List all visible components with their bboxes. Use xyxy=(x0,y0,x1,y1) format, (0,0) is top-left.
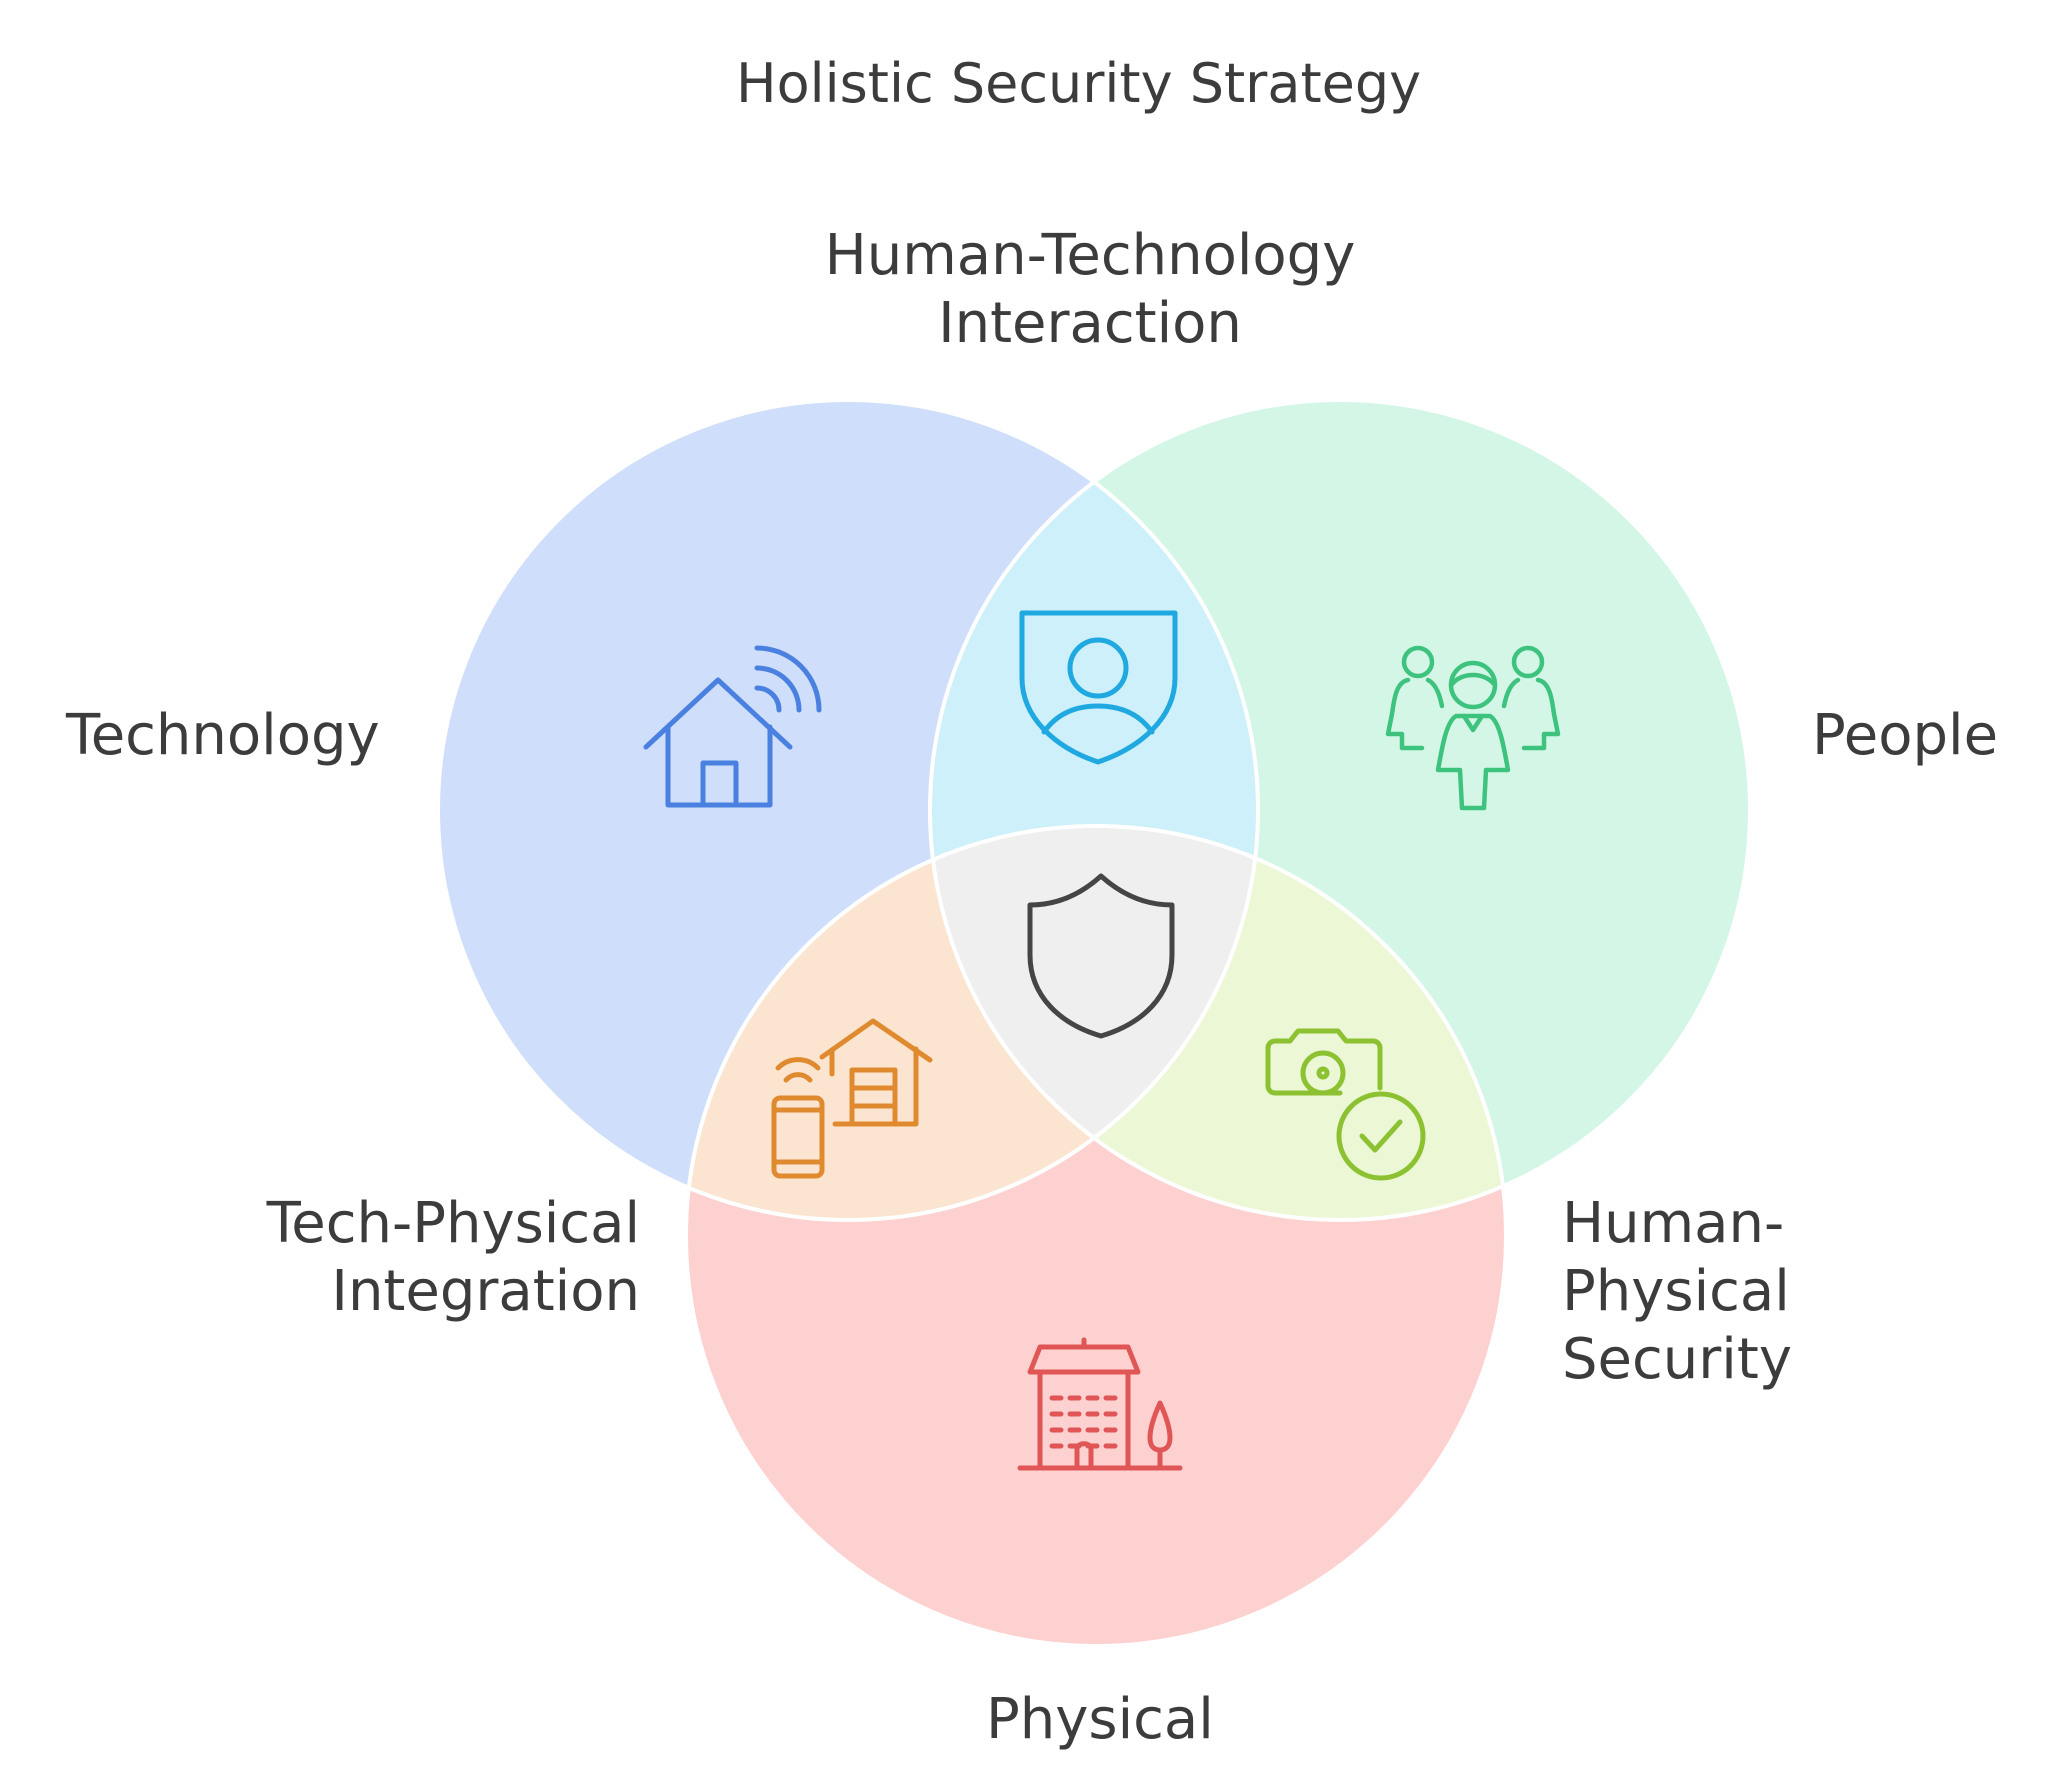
smart-garage-icon xyxy=(771,1018,933,1179)
smart-home-icon xyxy=(643,645,822,808)
human-technology-label: Human-Technology Interaction xyxy=(824,223,1356,356)
technology-label: Technology xyxy=(66,703,380,768)
physical-label: Physical xyxy=(986,1687,1214,1752)
shield-icon xyxy=(1027,873,1175,1039)
camera-check-icon xyxy=(1265,1028,1426,1181)
building-icon xyxy=(1017,1337,1183,1471)
diagram-title: Holistic Security Strategy xyxy=(736,52,1422,115)
user-shield-icon xyxy=(1019,610,1178,765)
group-people-icon xyxy=(1385,645,1561,811)
human-physical-label: Human- Physical Security xyxy=(1562,1191,1792,1392)
tech-physical-label: Tech-Physical Integration xyxy=(266,1191,640,1324)
people-label: People xyxy=(1812,703,1999,768)
